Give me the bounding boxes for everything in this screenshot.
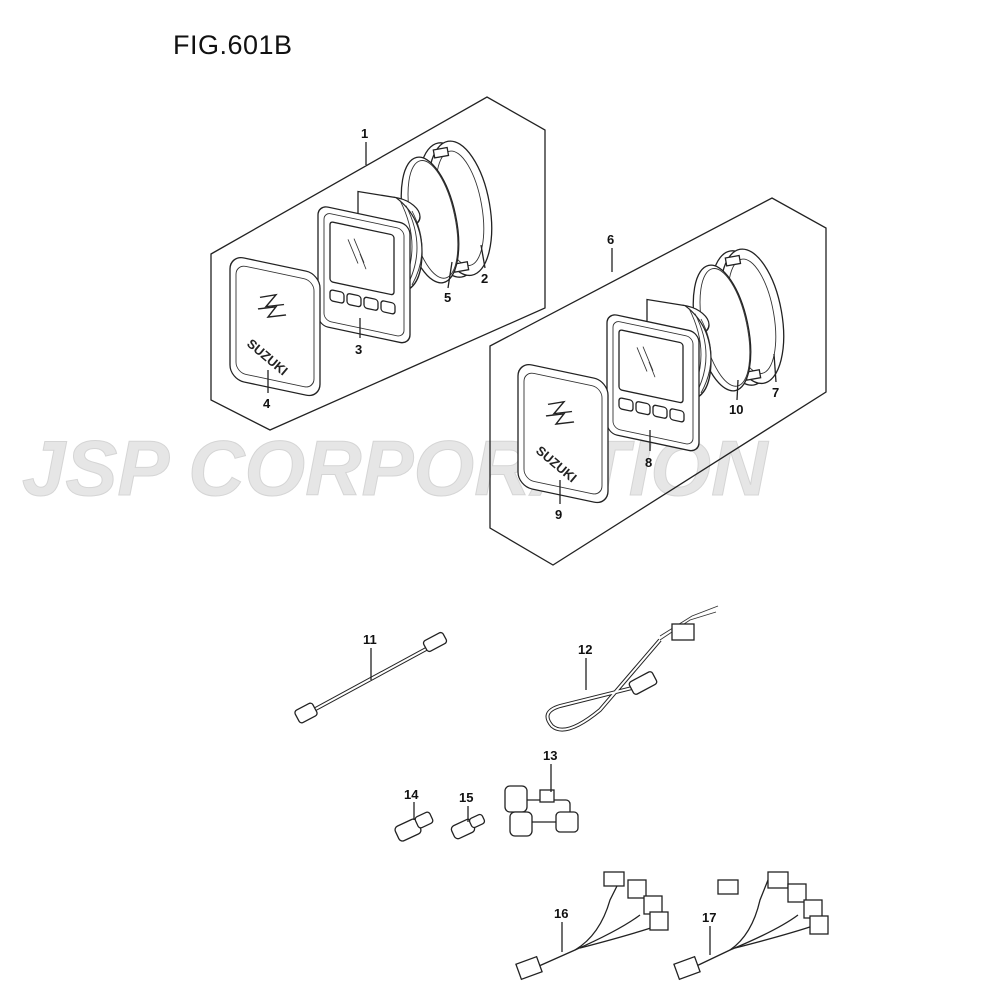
harness-16[interactable] xyxy=(515,871,669,981)
cover-4[interactable] xyxy=(229,254,321,399)
cable-11[interactable] xyxy=(294,631,448,724)
callout-9: 9 xyxy=(555,507,562,522)
callout-11: 11 xyxy=(363,632,377,647)
t-connector-13[interactable] xyxy=(504,785,579,837)
callout-4: 4 xyxy=(263,396,271,411)
leader-lines xyxy=(267,142,777,955)
terminator-15[interactable] xyxy=(450,813,486,840)
gauge-3[interactable] xyxy=(317,180,423,348)
callout-13: 13 xyxy=(543,748,557,763)
kit-box-1 xyxy=(210,96,546,431)
callout-12: 12 xyxy=(578,642,592,657)
cover-9[interactable] xyxy=(517,361,609,506)
callout-7: 7 xyxy=(772,385,779,400)
callout-15: 15 xyxy=(459,790,473,805)
callout-10: 10 xyxy=(729,402,743,417)
gauge-8[interactable] xyxy=(606,288,712,456)
kit-box-6 xyxy=(489,197,827,566)
terminator-14[interactable] xyxy=(394,811,434,842)
callout-1: 1 xyxy=(361,126,368,141)
callout-14: 14 xyxy=(404,787,419,802)
harness-17[interactable] xyxy=(673,871,829,981)
callout-17: 17 xyxy=(702,910,716,925)
callout-16: 16 xyxy=(554,906,568,921)
callout-3: 3 xyxy=(355,342,362,357)
figure-title: FIG.601B xyxy=(173,30,293,60)
callout-5: 5 xyxy=(444,290,451,305)
cable-12[interactable] xyxy=(545,605,719,732)
callout-8: 8 xyxy=(645,455,652,470)
callout-2: 2 xyxy=(481,271,488,286)
callout-6: 6 xyxy=(607,232,614,247)
